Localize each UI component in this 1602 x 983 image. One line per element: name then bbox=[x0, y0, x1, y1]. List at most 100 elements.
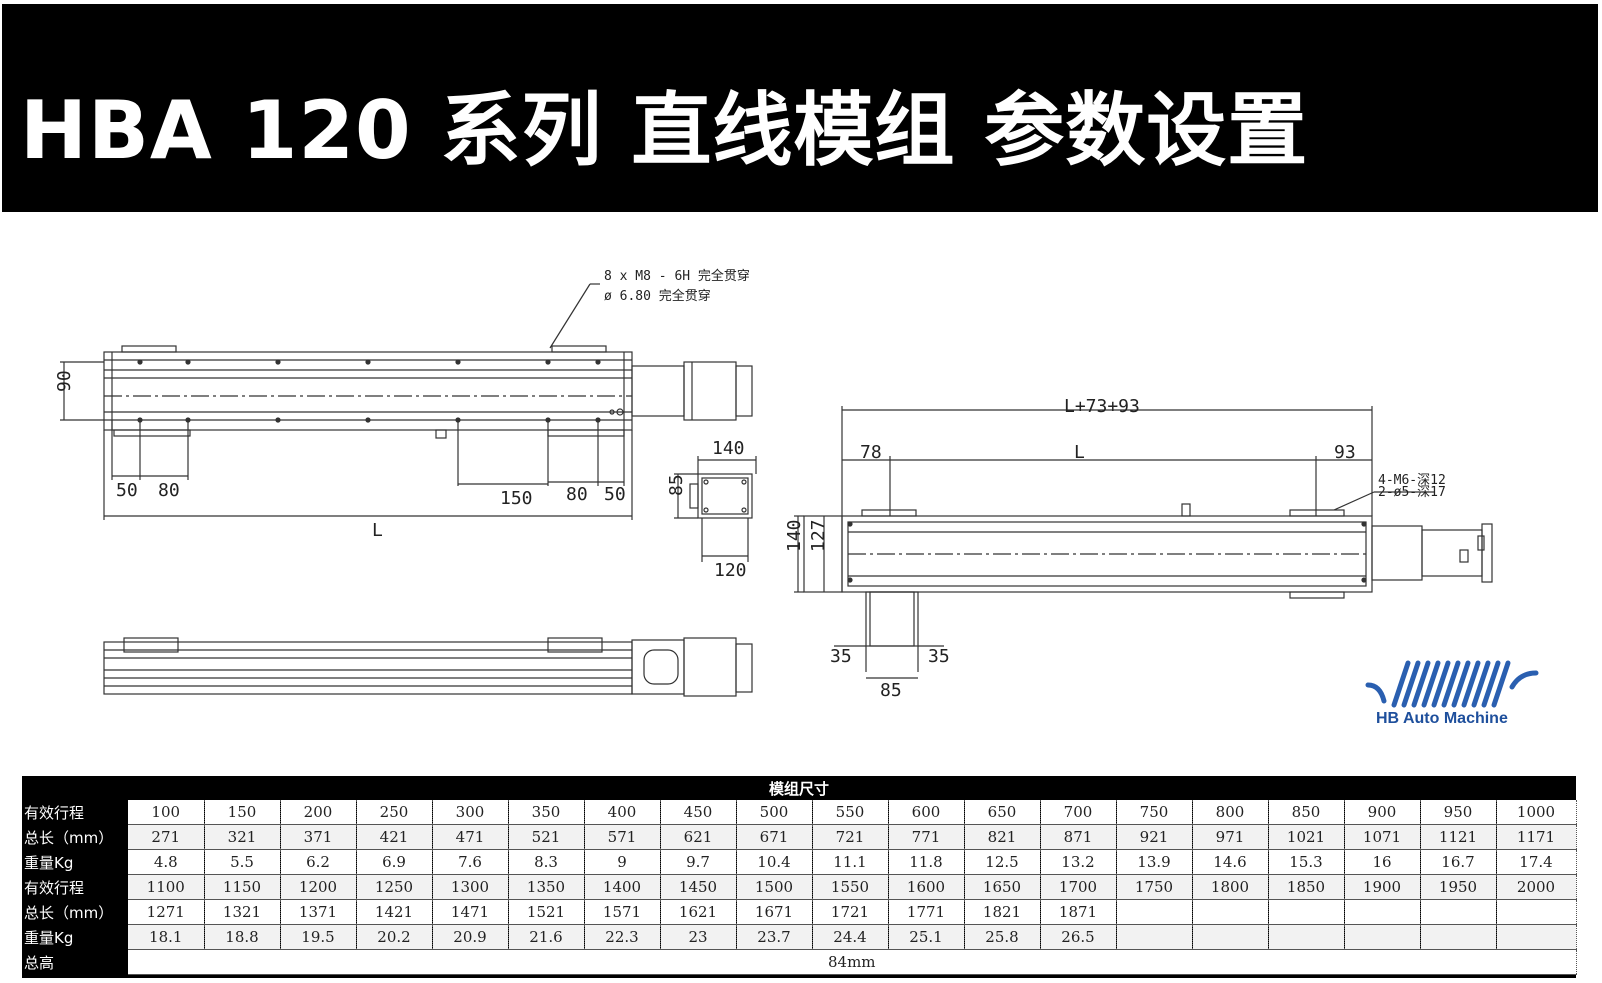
table-cell: 24.4 bbox=[812, 924, 889, 950]
table-cell: 25.8 bbox=[964, 924, 1041, 950]
dim-78: 78 bbox=[860, 442, 882, 463]
table-cell: 2000 bbox=[1496, 874, 1577, 900]
dim-127-front: 127 bbox=[808, 519, 829, 552]
table-cell: 100 bbox=[128, 800, 205, 825]
table-cell: 26.5 bbox=[1040, 924, 1117, 950]
table-cell: 1271 bbox=[128, 899, 205, 925]
front-view-holes bbox=[847, 521, 1367, 583]
table-cell: 1200 bbox=[280, 874, 357, 900]
table-cell: 1700 bbox=[1040, 874, 1117, 900]
table-cell bbox=[1268, 924, 1345, 950]
table-caption-row: 模组尺寸 bbox=[22, 776, 1577, 800]
table-cell: 1071 bbox=[1344, 824, 1421, 850]
table-cell: 771 bbox=[888, 824, 965, 850]
table-cell: 900 bbox=[1344, 800, 1421, 825]
table-cell: 150 bbox=[204, 800, 281, 825]
row-label: 重量Kg bbox=[22, 849, 128, 875]
top-view-body bbox=[103, 345, 753, 439]
table-cell: 921 bbox=[1116, 824, 1193, 850]
technical-drawing: 8 x M8 - 6H 完全贯穿 ø 6.80 完全贯穿 90 50 80 15… bbox=[54, 268, 1493, 701]
table-cell: 350 bbox=[508, 800, 585, 825]
dim-50-left: 50 bbox=[116, 480, 138, 501]
table-cell bbox=[1116, 924, 1193, 950]
top-view-holes bbox=[137, 359, 601, 423]
table-cell: 1750 bbox=[1116, 874, 1193, 900]
dim-80-left: 80 bbox=[158, 480, 180, 501]
table-cell: 1950 bbox=[1420, 874, 1497, 900]
table-cell: 400 bbox=[584, 800, 661, 825]
table-cell: 11.1 bbox=[812, 849, 889, 875]
table-cell: 871 bbox=[1040, 824, 1117, 850]
table-cell: 371 bbox=[280, 824, 357, 850]
table-cell: 1471 bbox=[432, 899, 509, 925]
end-dim-120: 120 bbox=[714, 560, 747, 581]
table-cell: 250 bbox=[356, 800, 433, 825]
table-cell: 1671 bbox=[736, 899, 813, 925]
dim-93: 93 bbox=[1334, 442, 1356, 463]
table-cell bbox=[1344, 899, 1421, 925]
table-cell: 1250 bbox=[356, 874, 433, 900]
table-cell: 800 bbox=[1192, 800, 1269, 825]
table-cell: 1571 bbox=[584, 899, 661, 925]
dim-80-right: 80 bbox=[566, 484, 588, 505]
table-cell: 1150 bbox=[204, 874, 281, 900]
table-cell: 13.2 bbox=[1040, 849, 1117, 875]
table-cell: 9.7 bbox=[660, 849, 737, 875]
table-cell: 1550 bbox=[812, 874, 889, 900]
table-cell bbox=[1420, 924, 1497, 950]
table-cell: 421 bbox=[356, 824, 433, 850]
dim-50-right: 50 bbox=[604, 484, 626, 505]
hb-logo-icon bbox=[1365, 660, 1539, 708]
top-hole-note-1: 8 x M8 - 6H 完全贯穿 bbox=[604, 268, 750, 284]
dim-140-front: 140 bbox=[784, 519, 805, 552]
table-cell: 550 bbox=[812, 800, 889, 825]
table-cell: 521 bbox=[508, 824, 585, 850]
table-cell bbox=[1116, 899, 1193, 925]
table-cell: 571 bbox=[584, 824, 661, 850]
end-view-body bbox=[689, 473, 753, 519]
table-cell: 13.9 bbox=[1116, 849, 1193, 875]
table-cell: 300 bbox=[432, 800, 509, 825]
table-cell: 671 bbox=[736, 824, 813, 850]
table-cell: 19.5 bbox=[280, 924, 357, 950]
table-cell bbox=[1496, 899, 1577, 925]
table-cell: 971 bbox=[1192, 824, 1269, 850]
dim-85-front: 85 bbox=[880, 680, 902, 701]
table-cell: 1821 bbox=[964, 899, 1041, 925]
table-cell: 23.7 bbox=[736, 924, 813, 950]
dim-total-length: L+73+93 bbox=[1064, 396, 1140, 417]
table-cell: 7.6 bbox=[432, 849, 509, 875]
table-cell: 1621 bbox=[660, 899, 737, 925]
table-cell: 650 bbox=[964, 800, 1041, 825]
table-cell: 18.1 bbox=[128, 924, 205, 950]
dim-150: 150 bbox=[500, 488, 533, 509]
table-cell: 950 bbox=[1420, 800, 1497, 825]
table-cell: 10.4 bbox=[736, 849, 813, 875]
table-cell bbox=[1420, 899, 1497, 925]
table-cell: 1021 bbox=[1268, 824, 1345, 850]
table-cell: 17.4 bbox=[1496, 849, 1577, 875]
table-cell bbox=[1496, 924, 1577, 950]
front-view-body bbox=[803, 503, 1493, 647]
technical-drawing-panel: 8 x M8 - 6H 完全贯穿 ø 6.80 完全贯穿 90 50 80 15… bbox=[34, 226, 1550, 761]
table-cell: 1350 bbox=[508, 874, 585, 900]
total-height-value: 84mm bbox=[128, 949, 1577, 975]
table-cell: 500 bbox=[736, 800, 813, 825]
table-cell: 6.9 bbox=[356, 849, 433, 875]
table-cell: 200 bbox=[280, 800, 357, 825]
dim-90: 90 bbox=[54, 370, 75, 392]
table-cell: 750 bbox=[1116, 800, 1193, 825]
end-dim-140: 140 bbox=[712, 438, 745, 459]
table-cell: 25.1 bbox=[888, 924, 965, 950]
table-cell: 16 bbox=[1344, 849, 1421, 875]
table-cell bbox=[1192, 924, 1269, 950]
table-cell: 1100 bbox=[128, 874, 205, 900]
table-cell: 5.5 bbox=[204, 849, 281, 875]
table-cell: 1171 bbox=[1496, 824, 1577, 850]
table-cell: 1521 bbox=[508, 899, 585, 925]
